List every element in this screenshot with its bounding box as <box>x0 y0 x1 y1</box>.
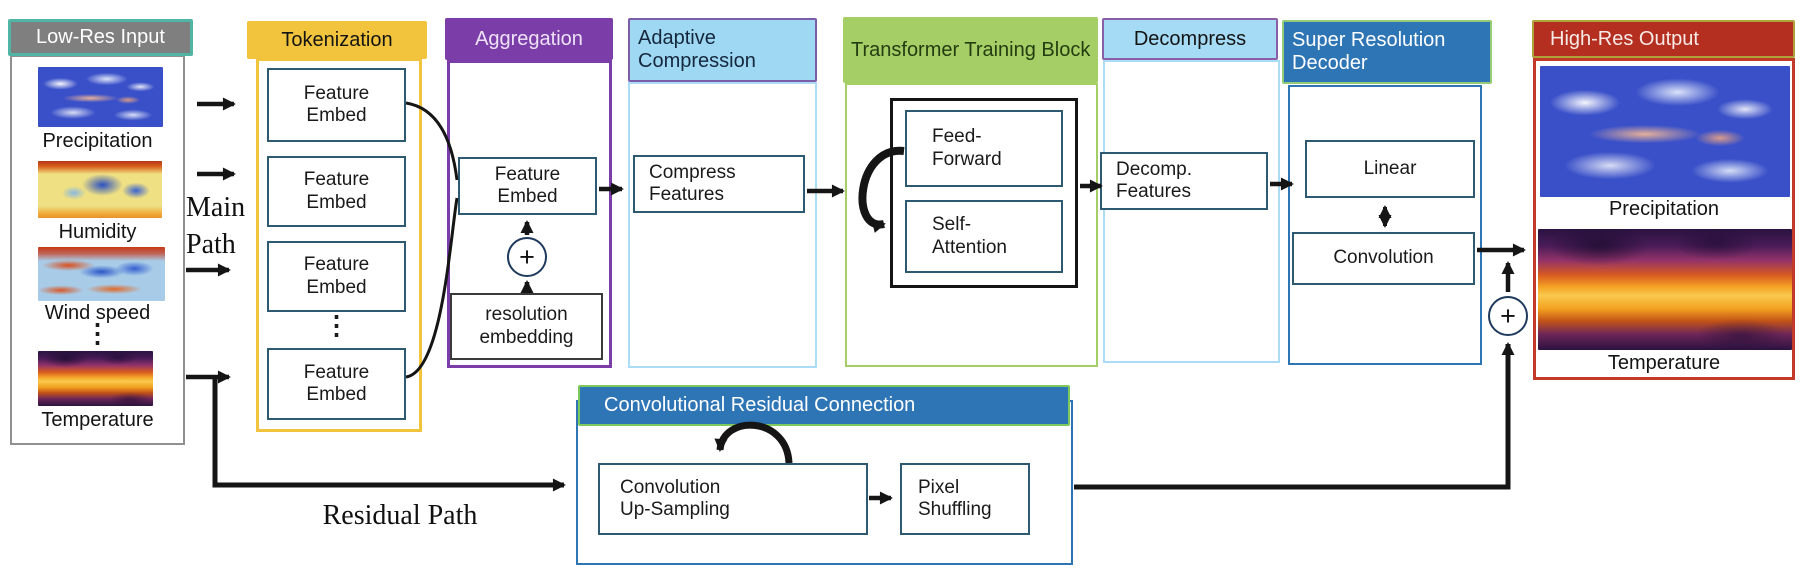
self-attention-label: Self-Attention <box>932 214 1007 258</box>
aggregation-header: Aggregation <box>445 18 613 60</box>
adaptive-compression-panel <box>628 82 817 368</box>
low-res-input-header: Low-Res Input <box>8 19 193 56</box>
feature-embed-label-2: Feature Embed <box>303 169 370 213</box>
convolution-box: Convolution <box>1292 232 1475 285</box>
convolution-label: Convolution <box>1333 247 1434 269</box>
high-res-output-title: High-Res Output <box>1550 27 1699 50</box>
output-plus-circle: + <box>1488 296 1528 336</box>
output-precipitation-map <box>1540 66 1790 197</box>
input-precipitation-map <box>38 67 163 127</box>
linear-label: Linear <box>1363 157 1417 179</box>
tokenization-ellipsis: ⋮ <box>323 310 350 340</box>
resolution-embedding-label: resolution embedding <box>479 304 574 348</box>
main-path-label: Main Path <box>186 192 246 260</box>
residual-connection-title: Convolutional Residual Connection <box>604 394 916 416</box>
transformer-block-title: Transformer Training Block <box>851 38 1091 61</box>
adaptive-compression-title: Adaptive Compression <box>638 27 756 72</box>
convolution-upsampling-label: Convolution Up-Sampling <box>620 476 730 520</box>
decomp-features-label: Decomp. Features <box>1116 158 1193 202</box>
compress-features-label: Compress Features <box>649 161 736 205</box>
pixel-shuffling-label: Pixel Shuffling <box>918 476 992 520</box>
input-temperature-label: Temperature <box>41 409 154 431</box>
output-temperature-map <box>1538 229 1792 350</box>
decoder-title: Super Resolution Decoder <box>1292 29 1446 74</box>
aggregation-feature-embed-box: Feature Embed <box>458 157 597 215</box>
decoder-header: Super Resolution Decoder <box>1282 20 1492 84</box>
input-precipitation-label: Precipitation <box>42 130 153 152</box>
feed-forward-box: Feed-Forward <box>905 110 1063 187</box>
compress-features-box: Compress Features <box>633 155 805 213</box>
decoder-panel <box>1288 85 1482 365</box>
high-res-output-header: High-Res Output <box>1532 20 1795 58</box>
aggregation-title: Aggregation <box>475 27 583 50</box>
residual-path-label: Residual Path <box>322 500 478 531</box>
feature-embed-box-2: Feature Embed <box>267 156 406 227</box>
input-ellipsis: ⋮ <box>84 318 111 348</box>
tokenization-title: Tokenization <box>281 28 393 51</box>
low-res-input-title: Low-Res Input <box>36 26 165 48</box>
linear-box: Linear <box>1305 140 1475 198</box>
decompress-header: Decompress <box>1102 18 1278 60</box>
adaptive-compression-header: Adaptive Compression <box>628 18 817 82</box>
feature-embed-box-1: Feature Embed <box>267 68 406 142</box>
feature-embed-label-4: Feature Embed <box>303 361 370 405</box>
aggregation-plus-sign: + <box>519 241 535 272</box>
residual-path-line-right <box>1074 342 1515 490</box>
input-wind-speed-map <box>38 247 165 301</box>
output-precipitation-label: Precipitation <box>1608 198 1720 220</box>
output-plus-sign: + <box>1500 300 1516 331</box>
feature-embed-box-4: Feature Embed <box>267 348 406 420</box>
decompress-panel <box>1103 60 1280 363</box>
tokenization-header: Tokenization <box>247 21 427 59</box>
transformer-block-header: Transformer Training Block <box>843 17 1098 83</box>
self-attention-box: Self-Attention <box>905 200 1063 273</box>
pixel-shuffling-box: Pixel Shuffling <box>900 463 1030 535</box>
convolution-upsampling-box: Convolution Up-Sampling <box>598 463 868 535</box>
feature-embed-label-3: Feature Embed <box>303 254 370 298</box>
input-wind-speed-label: Wind speed <box>44 302 151 324</box>
input-humidity-map <box>38 161 162 218</box>
feature-embed-label-1: Feature Embed <box>303 82 370 126</box>
aggregation-feature-embed-label: Feature Embed <box>494 163 561 207</box>
resolution-embedding-box: resolution embedding <box>450 293 603 360</box>
decompress-title: Decompress <box>1133 27 1247 50</box>
aggregation-plus-circle: + <box>507 237 547 277</box>
decomp-features-box: Decomp. Features <box>1100 152 1268 210</box>
feed-forward-label: Feed-Forward <box>932 126 1002 170</box>
input-humidity-label: Humidity <box>58 221 137 243</box>
residual-connection-header: Convolutional Residual Connection <box>578 385 1070 426</box>
feature-embed-box-3: Feature Embed <box>267 241 406 312</box>
output-temperature-label: Temperature <box>1607 352 1721 374</box>
input-temperature-map <box>38 351 153 406</box>
